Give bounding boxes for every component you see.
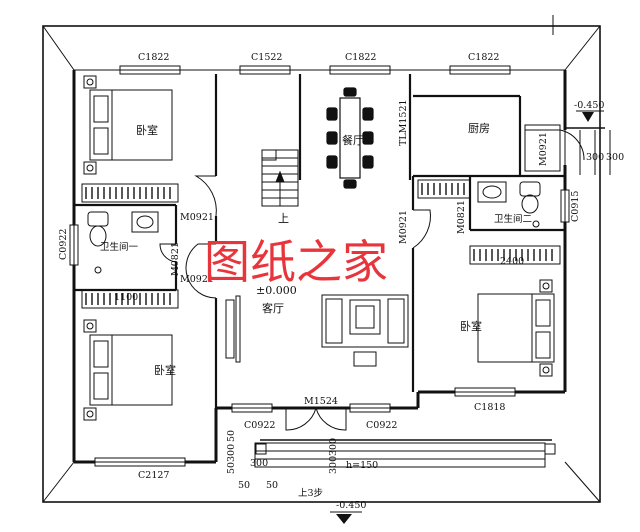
window-label-w1: C1822	[138, 52, 169, 63]
dining-table	[326, 87, 374, 189]
interior-walls	[74, 74, 565, 408]
sofa-set	[225, 294, 409, 367]
dim-b50b: 50	[226, 462, 237, 474]
window-label-c2127: C2127	[138, 470, 169, 481]
bed-right	[477, 279, 555, 377]
dim-b300c: 300	[328, 456, 339, 474]
bedroom-r-label: 卧室	[460, 319, 482, 333]
watermark: 图纸之家	[204, 235, 388, 289]
kitchen-label: 厨房	[468, 122, 490, 135]
bath1-label: 卫生间一	[100, 241, 139, 253]
elevation-floor: ±0.000	[256, 284, 297, 297]
wardrobes	[81, 179, 561, 309]
window-label-left: C0922	[58, 229, 69, 260]
bed-bottom-left	[83, 319, 173, 421]
elevation-right: -0.450	[574, 100, 604, 111]
window-label-bath2: C0915	[570, 191, 581, 222]
bath2-label: 卫生间二	[494, 213, 532, 225]
door-label-d2: M0821	[170, 242, 181, 276]
kitchen-area	[524, 124, 585, 172]
window-label-b1: C0922	[244, 420, 275, 431]
dim-b300b: 300	[250, 458, 268, 469]
dim-r1: 300	[586, 152, 604, 163]
roof-outline	[42, 25, 601, 503]
window-label-b2: C0922	[366, 420, 397, 431]
living-label: 客厅	[262, 301, 284, 315]
door-label-d6: M0921	[538, 132, 549, 166]
door-label-d3: M0921	[180, 274, 214, 285]
dim-r2: 300	[606, 152, 624, 163]
bed-top-left	[83, 75, 173, 175]
dim-wardrobe-left: 1100	[114, 292, 138, 303]
window-label-w2: C1522	[251, 52, 282, 63]
door-label-dining: TLM1521	[398, 99, 409, 146]
bath1-fixtures	[87, 211, 159, 274]
elevation-marker-right	[582, 112, 594, 122]
door-label-d4: M0921	[398, 210, 409, 244]
window-label-w3: C1822	[345, 52, 376, 63]
stair-up-label: 上	[278, 212, 289, 225]
bedroom-tl-label: 卧室	[136, 123, 158, 137]
door-label-d1: M0921	[180, 212, 214, 223]
dim-wardrobe-right: 2400	[500, 256, 524, 267]
dim-b50a: 50	[226, 430, 237, 442]
door-swings	[159, 175, 471, 431]
staircase	[261, 149, 299, 207]
door-label-main: M1524	[304, 396, 338, 407]
bedroom-bl-label: 卧室	[154, 363, 176, 377]
window-label-c1818: C1818	[474, 402, 505, 413]
steps-label: 上3步	[298, 488, 323, 499]
dim-b300a: 300	[226, 444, 237, 462]
entrance-steps	[254, 439, 556, 468]
right-steps	[564, 127, 611, 175]
bath2-fixtures	[477, 181, 541, 228]
dining-label: 餐厅	[342, 133, 364, 147]
elevation-bottom: -0.450	[336, 500, 366, 511]
dim-b50d: 50	[266, 480, 278, 491]
elevation-marker-bottom	[336, 514, 352, 524]
window-label-w4: C1822	[468, 52, 499, 63]
dim-h150: h=150	[346, 460, 378, 471]
dim-b50c: 50	[238, 480, 250, 491]
door-label-d5: M0821	[456, 200, 467, 234]
dim-b300d: 300	[328, 438, 339, 456]
